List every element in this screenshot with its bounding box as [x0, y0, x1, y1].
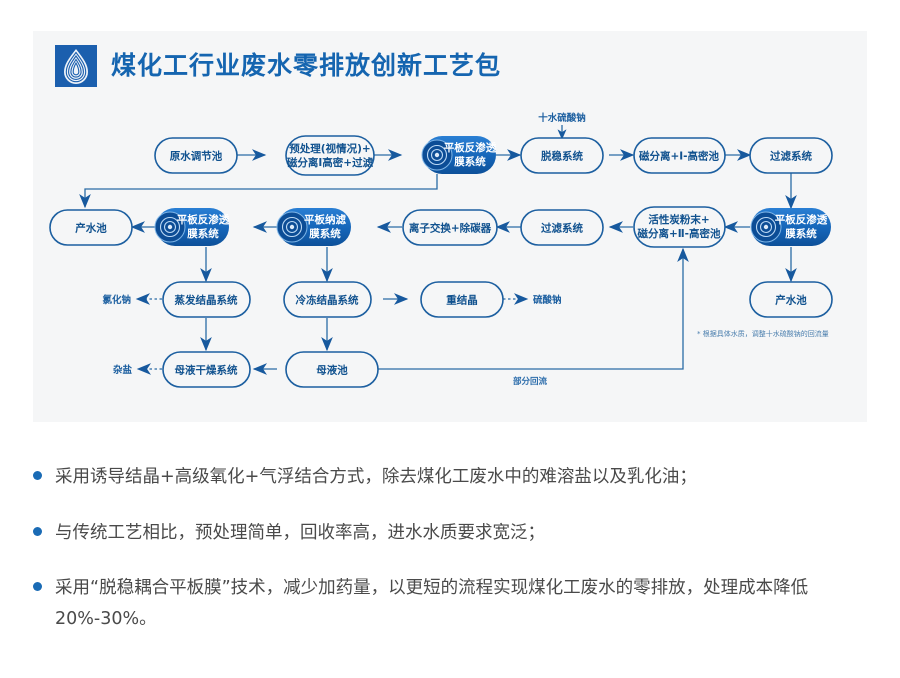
flow-node-label-line1: 平板反渗透 — [775, 213, 828, 226]
flow-node-label-line1: 平板反渗透 — [177, 213, 230, 226]
flow-node-label-line2: 膜系统 — [187, 227, 219, 240]
flow-node-label: 过滤系统 — [541, 222, 583, 235]
bullet-text: 采用诱导结晶+高级氧化+气浮结合方式，除去煤化工废水中的难溶盐以及乳化油； — [55, 467, 697, 487]
flow-node-product-water-tank-1[interactable]: 产水池 — [49, 209, 133, 246]
bullet-dot-icon — [33, 471, 42, 480]
flow-node-label: 蒸发结晶系统 — [175, 294, 238, 307]
flow-node-flat-sheet-ro-membrane-2[interactable]: 平板反渗透 膜系统 — [154, 208, 230, 246]
flow-node-pretreatment[interactable]: 预处理(视情况)+ 磁分离Ⅰ高密+过滤 — [285, 135, 375, 176]
label-sodium-sulfate-decahydrate: 十水硫酸钠 — [538, 112, 586, 124]
process-flow-diagram: 十水硫酸钠 氯化钠 硫酸钠 杂盐 部分回流 * 根据具体水质，调整十水硫酸钠的回… — [33, 31, 867, 422]
label-sodium-chloride: 氯化钠 — [102, 294, 131, 306]
flow-node-flat-sheet-nf-membrane[interactable]: 平板纳滤 膜系统 — [276, 208, 351, 246]
flow-node-label-line2: 膜系统 — [454, 155, 486, 168]
flow-node-label: 重结晶 — [446, 294, 478, 307]
diagram-footnote: * 根据具体水质，调整十水硫酸钠的回流量 — [697, 329, 829, 338]
flow-node-magnetic-separation-1[interactable]: 磁分离+Ⅰ-高密池 — [633, 137, 726, 174]
flow-node-label-line1: 平板纳滤 — [304, 213, 346, 226]
flow-node-label-line2: 磁分离+Ⅱ-高密池 — [637, 227, 721, 240]
label-mixed-salt: 杂盐 — [113, 364, 133, 376]
flow-node-label-line1: 预处理(视情况)+ — [289, 142, 370, 155]
label-partial-reflux: 部分回流 — [513, 376, 548, 387]
flow-node-label: 磁分离+Ⅰ-高密池 — [639, 150, 720, 163]
membrane-disc-icon — [167, 224, 173, 230]
flow-node-filtration-system-1[interactable]: 过滤系统 — [749, 137, 833, 174]
flow-node-label: 产水池 — [75, 222, 107, 235]
bullet-list: 采用诱导结晶+高级氧化+气浮结合方式，除去煤化工废水中的难溶盐以及乳化油； 与传… — [33, 462, 883, 660]
header: 煤化工行业废水零排放创新工艺包 — [55, 45, 501, 87]
flow-node-label: 离子交换+除碳器 — [409, 222, 492, 235]
flow-node-label-line2: 磁分离Ⅰ高密+过滤 — [287, 156, 374, 169]
flow-node-label: 母液池 — [316, 364, 348, 377]
flow-node-raw-water-tank[interactable]: 原水调节池 — [154, 137, 238, 174]
flow-node-label: 脱稳系统 — [541, 150, 583, 163]
flow-node-label-line1: 活性炭粉末+ — [648, 213, 709, 226]
bullet-text: 与传统工艺相比，预处理简单，回收率高，进水水质要求宽泛； — [55, 522, 545, 543]
flow-node-activated-carbon-magnetic-separation-2[interactable]: 活性炭粉末+ 磁分离+Ⅱ-高密池 — [633, 206, 726, 248]
bullet-dot-icon — [33, 526, 42, 536]
flow-node-label: 原水调节池 — [170, 150, 223, 163]
list-item: 采用诱导结晶+高级氧化+气浮结合方式，除去煤化工废水中的难溶盐以及乳化油； — [33, 462, 883, 493]
flow-node-label-line1: 平板反渗透 — [444, 141, 497, 154]
flow-node-mother-liquor-tank[interactable]: 母液池 — [285, 351, 379, 388]
bullet-text: 采用“脱稳耦合平板膜”技术，减少加药量，以更短的流程实现煤化工废水的零排放，处理… — [55, 578, 809, 629]
flow-node-label: 产水池 — [775, 294, 807, 307]
flow-node-label: 母液干燥系统 — [175, 364, 238, 377]
water-drop-ripple-logo-icon — [55, 45, 97, 87]
membrane-disc-icon — [763, 224, 769, 230]
flow-node-label-line2: 膜系统 — [309, 227, 341, 240]
flow-node-product-water-tank-2[interactable]: 产水池 — [749, 281, 833, 318]
flow-node-evaporation-crystallization[interactable]: 蒸发结晶系统 — [162, 281, 251, 318]
flow-node-destabilization-system[interactable]: 脱稳系统 — [520, 137, 604, 174]
flow-node-mother-liquor-drying[interactable]: 母液干燥系统 — [162, 351, 251, 388]
flow-node-freeze-crystallization[interactable]: 冷冻结晶系统 — [283, 281, 372, 318]
flow-node-flat-sheet-ro-membrane-1[interactable]: 平板反渗透 膜系统 — [421, 136, 497, 174]
list-item: 与传统工艺相比，预处理简单，回收率高，进水水质要求宽泛； — [33, 518, 883, 549]
label-sodium-sulfate: 硫酸钠 — [533, 294, 562, 306]
flow-node-label: 过滤系统 — [770, 150, 812, 163]
flow-node-label-line2: 膜系统 — [785, 227, 817, 240]
flow-node-recrystallization[interactable]: 重结晶 — [420, 281, 504, 318]
flow-node-ion-exchange-decarbonator[interactable]: 离子交换+除碳器 — [402, 209, 498, 246]
flow-node-flat-sheet-ro-membrane-3[interactable]: 平板反渗透 膜系统 — [750, 208, 831, 246]
membrane-disc-icon — [289, 224, 295, 230]
bullet-dot-icon — [33, 582, 42, 592]
flow-node-label: 冷冻结晶系统 — [296, 294, 359, 307]
list-item: 采用“脱稳耦合平板膜”技术，减少加药量，以更短的流程实现煤化工废水的零排放，处理… — [33, 573, 883, 634]
membrane-disc-icon — [434, 152, 440, 158]
flow-node-filtration-system-2[interactable]: 过滤系统 — [520, 209, 604, 246]
page-title: 煤化工行业废水零排放创新工艺包 — [111, 51, 502, 80]
